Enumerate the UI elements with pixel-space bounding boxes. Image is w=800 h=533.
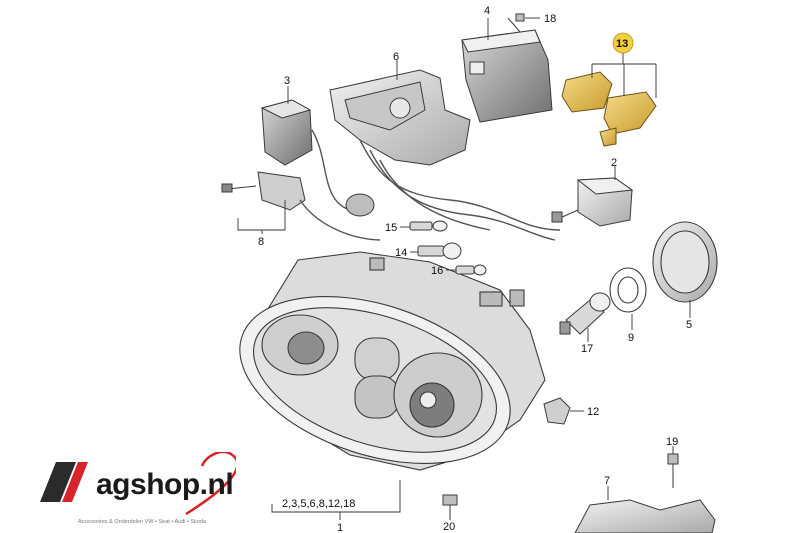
bulb-16 xyxy=(455,264,487,276)
retaining-ring-9 xyxy=(609,267,647,313)
callout-4: 4 xyxy=(484,5,490,17)
callout-1: 1 xyxy=(337,522,343,533)
ignitor-3 xyxy=(260,99,313,166)
callout-15: 15 xyxy=(385,222,397,234)
repair-bracket-13 xyxy=(561,71,657,147)
xenon-bulb-17 xyxy=(559,292,611,335)
callout-5: 5 xyxy=(686,319,692,331)
callout-12: 12 xyxy=(587,406,599,418)
callout-17: 17 xyxy=(581,343,593,355)
callout-13-badge xyxy=(612,32,634,54)
bracket-6 xyxy=(329,69,471,166)
callout-16: 16 xyxy=(431,265,443,277)
connector-plug xyxy=(345,193,375,217)
callout-6: 6 xyxy=(393,51,399,63)
callout-18: 18 xyxy=(544,13,556,25)
callout-3: 3 xyxy=(284,75,290,87)
logo-swoosh xyxy=(185,452,236,516)
leader-lines xyxy=(237,17,691,520)
callout-8: 8 xyxy=(258,236,264,248)
callout-1-group: 2,3,5,6,8,12,18 xyxy=(282,498,355,510)
leveling-motor-2 xyxy=(551,177,634,227)
logo-red-wedge xyxy=(62,462,88,502)
callout-9: 9 xyxy=(628,332,634,344)
callout-7: 7 xyxy=(604,475,610,487)
cover-cap-5 xyxy=(652,221,718,303)
callout-labels: 4 18 13 6 3 2 15 14 16 8 5 9 17 12 19 7 … xyxy=(258,5,692,533)
brand-logo-mark xyxy=(40,452,236,516)
brand-name: agshop.nl xyxy=(96,468,234,501)
callout-20: 20 xyxy=(443,521,455,533)
callout-14: 14 xyxy=(395,247,407,259)
bulb-14 xyxy=(417,242,462,260)
logo-dark-wedge xyxy=(40,462,76,502)
connector-8 xyxy=(221,171,306,211)
callout-13: 13 xyxy=(616,38,628,50)
mounting-bracket-7 xyxy=(574,499,716,533)
cable-harness xyxy=(299,129,561,241)
bulb-socket-12 xyxy=(543,397,571,425)
headlamp-housing xyxy=(239,251,546,471)
brand-tagline: Accessoires & Onderdelen VW • Seat • Aud… xyxy=(78,519,207,525)
callout-19: 19 xyxy=(666,436,678,448)
callout-2: 2 xyxy=(611,157,617,169)
bulb-15 xyxy=(409,220,448,232)
screw-18 xyxy=(507,13,525,33)
screw-19 xyxy=(667,453,679,488)
control-unit-4 xyxy=(461,29,553,123)
